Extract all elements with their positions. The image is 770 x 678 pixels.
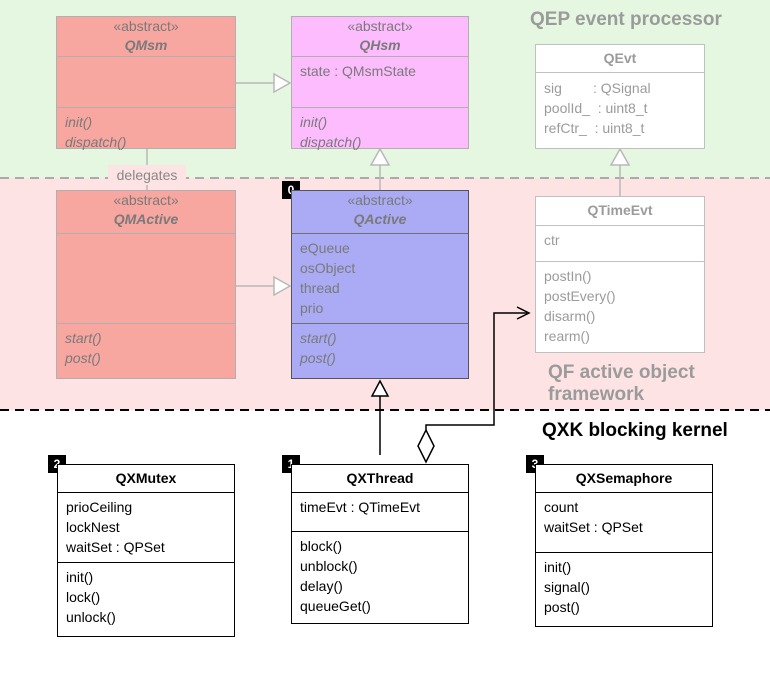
- qactive-attr: thread: [300, 280, 340, 296]
- qmactive-name: QMActive: [113, 211, 179, 227]
- qtimeevt-operations: postIn() postEvery() disarm() rearm(): [536, 262, 704, 350]
- qactive-attr: osObject: [300, 260, 356, 276]
- class-qxmutex: QXMutex prioCeiling lockNest waitSet : Q…: [57, 464, 235, 637]
- qmsm-op: dispatch(): [65, 134, 127, 150]
- qtimeevt-attributes: ctr: [536, 226, 704, 262]
- qmactive-op: start(): [65, 330, 102, 346]
- qxsemaphore-op: signal(): [544, 579, 590, 595]
- qmactive-stereotype: «abstract»: [113, 192, 179, 208]
- qxthread-op: block(): [300, 538, 343, 554]
- qmactive-op: post(): [65, 350, 101, 366]
- qxmutex-attr: prioCeiling: [66, 499, 133, 515]
- qtimeevt-op: disarm(): [544, 308, 596, 324]
- qhsm-op: init(): [300, 114, 328, 130]
- qxsemaphore-name: QXSemaphore: [575, 470, 673, 486]
- qxsemaphore-attributes: count waitSet : QPSet: [536, 493, 712, 553]
- qevt-name: QEvt: [603, 50, 637, 66]
- qxmutex-header: QXMutex: [58, 465, 234, 493]
- qmactive-attributes: [57, 234, 235, 324]
- qmsm-op: init(): [65, 114, 93, 130]
- qactive-stereotype: «abstract»: [347, 192, 413, 208]
- qxthread-operations: block() unblock() delay() queueGet(): [292, 532, 468, 620]
- qtimeevt-op: postIn(): [544, 268, 592, 284]
- qactive-op: post(): [300, 350, 336, 366]
- qhsm-name: QHsm: [359, 37, 401, 53]
- qf-zone-label-line1: QF active object: [548, 362, 695, 383]
- qxmutex-op: init(): [66, 569, 94, 585]
- qxthread-op: queueGet(): [300, 598, 371, 614]
- class-qactive: «abstract» QActive eQueue osObject threa…: [291, 190, 469, 379]
- qactive-op: start(): [300, 330, 337, 346]
- class-qhsm: «abstract» QHsm state : QMsmState init()…: [291, 16, 469, 150]
- delegates-label: delegates: [108, 165, 186, 185]
- qactive-attr: eQueue: [300, 240, 350, 256]
- class-qtimeevt: QTimeEvt ctr postIn() postEvery() disarm…: [535, 196, 705, 353]
- class-qxthread: QXThread timeEvt : QTimeEvt block() unbl…: [291, 464, 469, 624]
- qhsm-operations: init() dispatch(): [292, 108, 468, 156]
- qevt-attributes: sig : QSignal poolId_ : uint8_t refCtr_ …: [536, 73, 704, 142]
- qtimeevt-attr: ctr: [544, 232, 560, 248]
- qactive-name: QActive: [353, 211, 407, 227]
- qevt-attr: poolId_ : uint8_t: [544, 100, 648, 116]
- qxmutex-attr: waitSet : QPSet: [66, 539, 165, 555]
- class-qmactive: «abstract» QMActive start() post(): [56, 190, 236, 379]
- qxmutex-op: unlock(): [66, 609, 116, 625]
- qf-zone-label-line2: framework: [548, 384, 645, 405]
- qhsm-attributes: state : QMsmState: [292, 57, 468, 108]
- qxmutex-op: lock(): [66, 589, 101, 605]
- qxsemaphore-attr: waitSet : QPSet: [544, 519, 643, 535]
- qxsemaphore-op: init(): [544, 559, 572, 575]
- qmsm-name: QMsm: [124, 37, 168, 53]
- qtimeevt-op: postEvery(): [544, 288, 616, 304]
- qevt-attr: sig : QSignal: [544, 80, 651, 96]
- qhsm-header: «abstract» QHsm: [292, 17, 468, 57]
- qxsemaphore-op: post(): [544, 599, 580, 615]
- qhsm-op: dispatch(): [300, 134, 362, 150]
- qxthread-attr: timeEvt : QTimeEvt: [300, 499, 421, 515]
- qactive-attr: prio: [300, 300, 324, 316]
- qxthread-op: delay(): [300, 578, 343, 594]
- qxthread-op: unblock(): [300, 558, 358, 574]
- qhsm-attr: state : QMsmState: [300, 63, 416, 79]
- class-qxsemaphore: QXSemaphore count waitSet : QPSet init()…: [535, 464, 713, 627]
- qactive-header: «abstract» QActive: [292, 191, 468, 234]
- qep-zone-label: QEP event processor: [530, 9, 722, 30]
- qxsemaphore-header: QXSemaphore: [536, 465, 712, 493]
- qmactive-operations: start() post(): [57, 324, 235, 372]
- qxthread-header: QXThread: [292, 465, 468, 493]
- qtimeevt-header: QTimeEvt: [536, 197, 704, 226]
- qmsm-header: «abstract» QMsm: [57, 17, 235, 57]
- qactive-operations: start() post(): [292, 324, 468, 372]
- qevt-attr: refCtr_ : uint8_t: [544, 120, 645, 136]
- qactive-attributes: eQueue osObject thread prio: [292, 234, 468, 324]
- qmsm-operations: init() dispatch(): [57, 108, 235, 156]
- qhsm-stereotype: «abstract»: [347, 18, 413, 34]
- qxsemaphore-attr: count: [544, 499, 579, 515]
- qmsm-attributes: [57, 57, 235, 108]
- qxmutex-operations: init() lock() unlock(): [58, 563, 234, 631]
- qxsemaphore-operations: init() signal() post(): [536, 553, 712, 621]
- qmsm-stereotype: «abstract»: [113, 18, 179, 34]
- class-qevt: QEvt sig : QSignal poolId_ : uint8_t ref…: [535, 44, 705, 149]
- qxk-zone-label: QXK blocking kernel: [542, 420, 728, 441]
- qxthread-name: QXThread: [346, 470, 414, 486]
- qmactive-header: «abstract» QMActive: [57, 191, 235, 234]
- qevt-header: QEvt: [536, 45, 704, 73]
- qxthread-attributes: timeEvt : QTimeEvt: [292, 493, 468, 532]
- class-qmsm: «abstract» QMsm init() dispatch(): [56, 16, 236, 150]
- qxmutex-attr: lockNest: [66, 519, 120, 535]
- qtimeevt-name: QTimeEvt: [587, 202, 653, 218]
- qxmutex-attributes: prioCeiling lockNest waitSet : QPSet: [58, 493, 234, 563]
- qtimeevt-op: rearm(): [544, 328, 590, 344]
- qxmutex-name: QXMutex: [115, 470, 177, 486]
